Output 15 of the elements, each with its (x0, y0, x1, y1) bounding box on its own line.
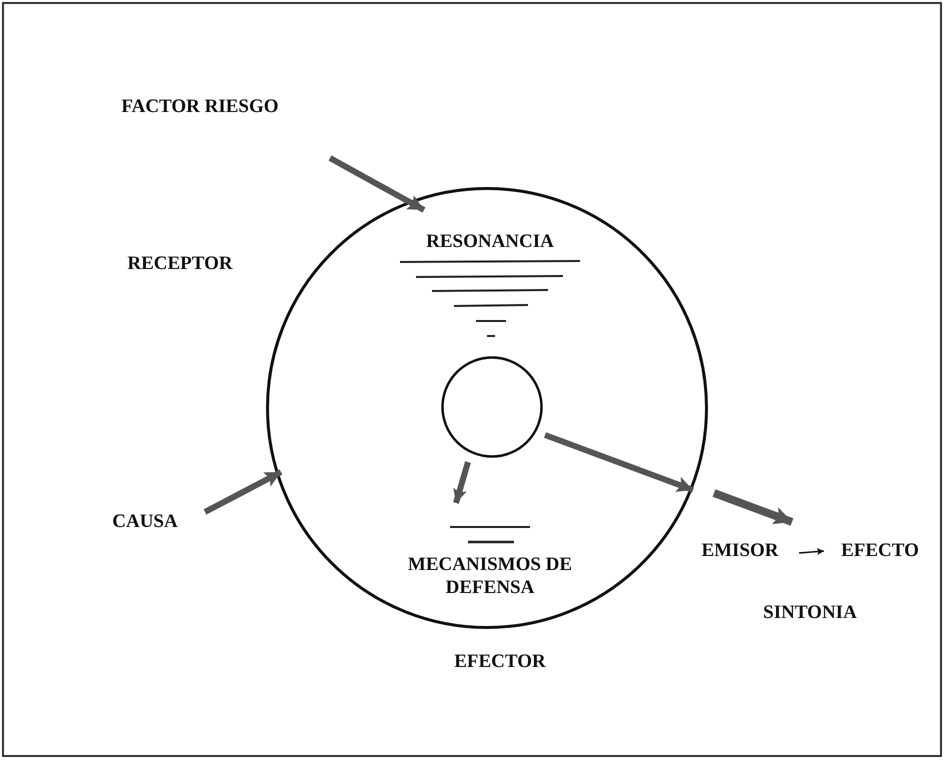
arrow (798, 548, 824, 556)
label-text: SINTONIA (762, 601, 858, 625)
arrow (204, 469, 282, 515)
node-text: FACTOR RIESGO (121, 95, 279, 119)
label-text: RECEPTOR (126, 252, 234, 276)
arrow (544, 432, 694, 493)
arrow (712, 489, 794, 526)
node-text: RESONANCIA (426, 230, 554, 254)
label-text: EFECTOR (453, 650, 547, 674)
node-text: CAUSA (112, 510, 178, 534)
arrow (453, 461, 471, 504)
arrow (328, 155, 426, 213)
node-text: EMISOR (701, 539, 779, 563)
node-text: EFECTO (841, 539, 919, 563)
node-text: MECANISMOS DE DEFENSA (406, 552, 574, 600)
